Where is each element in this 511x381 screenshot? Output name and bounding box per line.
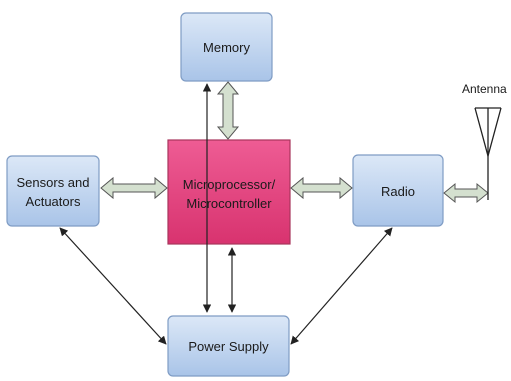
power-supply-label: Power Supply [188,339,269,354]
antenna-icon [474,107,502,200]
radio-label: Radio [381,184,415,199]
microcontroller-label-line2: Microcontroller [186,196,272,211]
sensors-actuators-block: Sensors and Actuators [6,155,100,227]
micro-radio-connector [290,176,353,200]
memory-label: Memory [203,40,250,55]
power-supply-block: Power Supply [167,315,290,377]
radio-antenna-connector [443,182,489,204]
memory-block: Memory [180,12,273,82]
sensors-label-line1: Sensors and [17,175,90,190]
memory-micro-connector [216,81,240,140]
microcontroller-label-line1: Microprocessor/ [183,177,276,192]
radio-power-arrow [290,227,393,345]
microcontroller-block: Microprocessor/ Microcontroller [167,139,291,245]
antenna-label: Antenna [462,82,507,96]
sensors-micro-connector [100,176,168,200]
sensors-label-line2: Actuators [26,194,81,209]
radio-block: Radio [352,154,444,227]
sensors-power-arrow [59,227,167,345]
